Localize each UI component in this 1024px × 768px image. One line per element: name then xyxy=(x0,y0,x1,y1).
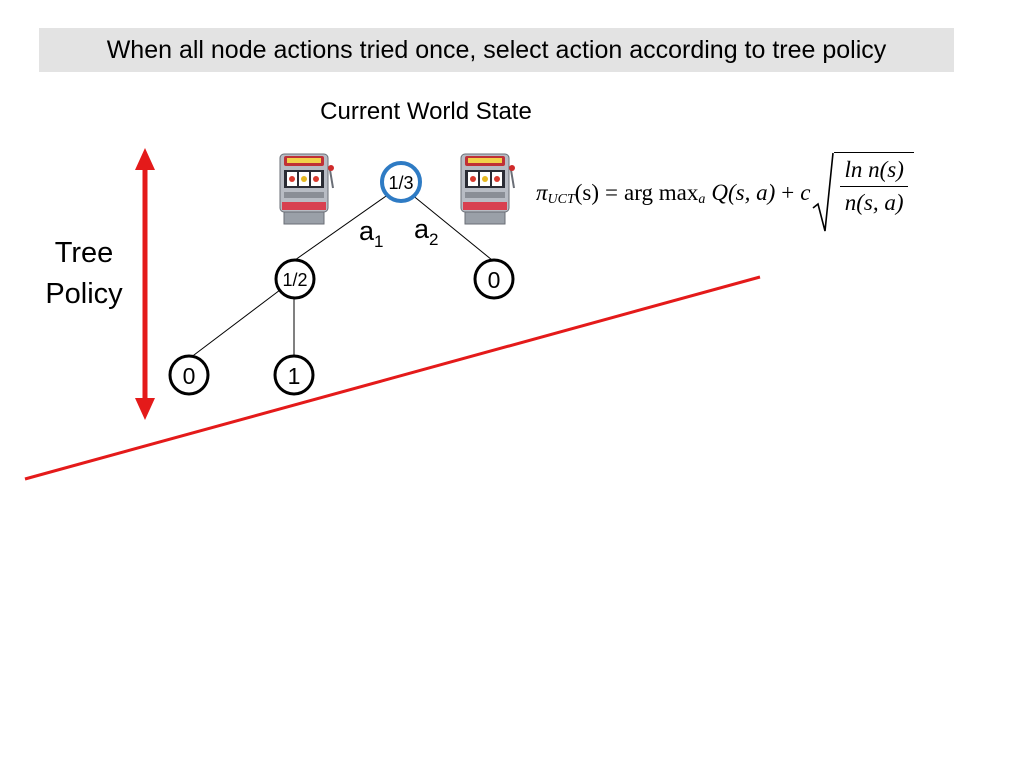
tree-policy-label: Tree Policy xyxy=(30,233,138,315)
edge-label-a2-base: a xyxy=(414,214,430,244)
tree-node-root: 1/3 xyxy=(380,161,422,203)
edge-root-a2 xyxy=(410,193,493,261)
formula-denominator: n(s, a) xyxy=(844,189,904,215)
edge-label-a2: a2 xyxy=(414,214,439,249)
tree-node-leaf-left: 0 xyxy=(168,354,210,396)
formula-argmax: arg max xyxy=(624,179,699,205)
formula-plus: + xyxy=(781,179,795,205)
edge-label-a2-sub: 2 xyxy=(429,230,438,249)
tree-policy-line-1: Tree xyxy=(54,237,114,269)
formula-c: c xyxy=(800,179,811,205)
tree-node-a2-child-label: 0 xyxy=(488,267,501,293)
slide-title: When all node actions tried once, select… xyxy=(106,35,887,64)
edge-label-a1-base: a xyxy=(359,216,375,246)
formula-equals: = xyxy=(605,179,619,205)
edge-root-a1 xyxy=(294,193,390,261)
tree-node-a1-child: 1/2 xyxy=(274,258,316,300)
formula-q: Q(s, a) xyxy=(711,179,776,205)
title-bar: When all node actions tried once, select… xyxy=(39,28,954,72)
tree-edges xyxy=(189,193,493,359)
slot-machine-icon xyxy=(279,153,334,225)
formula-pi: π xyxy=(536,179,548,205)
slot-machine-icon xyxy=(460,153,515,225)
edge-label-a1-sub: 1 xyxy=(374,232,383,251)
edge-a1-leaf-left xyxy=(189,289,281,359)
edge-label-a1: a1 xyxy=(359,216,384,251)
tree-node-a2-child: 0 xyxy=(473,258,515,300)
tree-node-root-label: 1/3 xyxy=(388,173,413,193)
tree-node-leaf-left-label: 0 xyxy=(183,363,196,389)
tree-node-a1-child-label: 1/2 xyxy=(282,270,307,290)
formula-paren-s: (s) xyxy=(574,179,600,205)
formula-pi-sub: UCT xyxy=(547,191,575,207)
tree-boundary-line xyxy=(24,275,761,481)
formula-argmax-sub: a xyxy=(698,191,706,207)
formula-sqrt: ln n(s) n(s, a) xyxy=(812,151,914,234)
tree-node-leaf-right-label: 1 xyxy=(288,363,301,389)
formula-numerator: ln n(s) xyxy=(840,157,908,187)
current-world-state-label: Current World State xyxy=(320,98,532,125)
formula-fraction: ln n(s) n(s, a) xyxy=(834,151,914,234)
tree-policy-line-2: Policy xyxy=(45,278,123,310)
tree-node-leaf-right: 1 xyxy=(273,354,315,396)
tree-policy-double-arrow xyxy=(135,148,155,420)
sqrt-sign-icon xyxy=(812,152,835,231)
